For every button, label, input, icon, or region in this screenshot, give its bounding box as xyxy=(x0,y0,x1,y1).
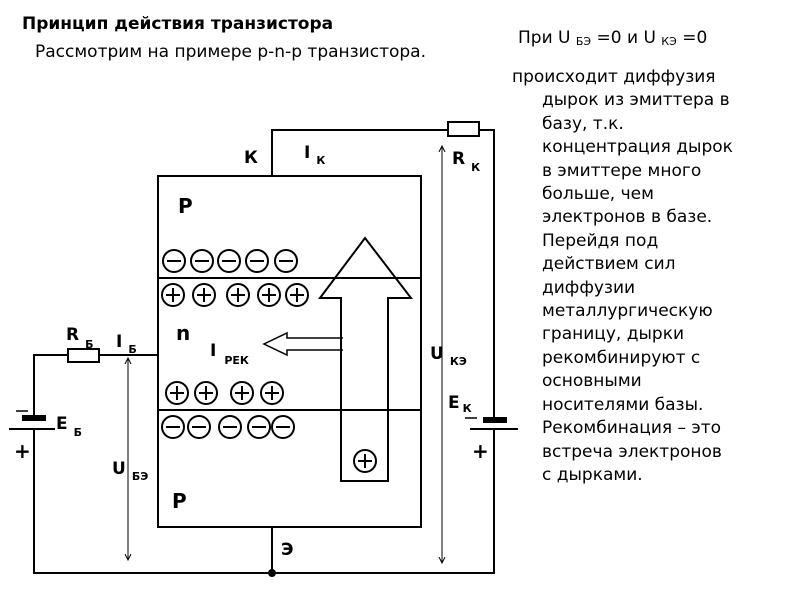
paragraph-line: встреча электронов xyxy=(542,441,722,462)
region-p-collector: P xyxy=(178,194,193,218)
resistor-rk xyxy=(447,121,480,137)
paragraph-line: Рекомбинация – это xyxy=(542,418,722,439)
paragraph-line: рекомбинируют с xyxy=(542,347,701,368)
paragraph-line: границу, дырки xyxy=(542,324,685,345)
hole-charge-icon xyxy=(161,283,185,307)
slide-subtitle: Рассмотрим на примере p-n-p транзистора. xyxy=(35,42,426,62)
hole-charge-icon xyxy=(285,283,309,307)
electron-charge-icon xyxy=(274,249,298,273)
emitter-label: Э xyxy=(281,540,293,560)
slide-title: Принцип действия транзистора xyxy=(22,14,334,34)
collector-wire-right xyxy=(479,129,495,420)
paragraph-line: действием сил xyxy=(542,254,676,275)
paragraph-line: носителями базы. xyxy=(542,394,704,415)
paragraph-line: металлургическую xyxy=(542,301,713,322)
hole-charge-icon xyxy=(230,381,254,405)
paragraph-line: больше, чем xyxy=(542,184,654,205)
electron-charge-icon xyxy=(187,415,211,439)
transistor-body xyxy=(157,175,422,528)
hole-charge-icon xyxy=(226,283,250,307)
electron-charge-icon xyxy=(190,249,214,273)
hole-charge-icon xyxy=(192,283,216,307)
electron-charge-icon xyxy=(217,249,241,273)
condition-text: При U БЭ =0 и U КЭ =0 xyxy=(518,28,708,48)
electron-charge-icon xyxy=(162,249,186,273)
ek-plus-sign: + xyxy=(472,439,489,463)
electron-charge-icon xyxy=(247,415,271,439)
electron-charge-icon xyxy=(245,249,269,273)
region-n-base: n xyxy=(176,321,190,345)
hole-charge-icon xyxy=(194,381,218,405)
collector-wire xyxy=(271,129,448,176)
junction-dot xyxy=(268,569,276,577)
paragraph-line: с дырками. xyxy=(542,464,643,485)
hole-charge-icon xyxy=(165,381,189,405)
electron-charge-icon xyxy=(271,415,295,439)
eb-plus-sign: + xyxy=(14,439,31,463)
paragraph-line: в эмиттере много xyxy=(542,160,702,181)
paragraph-line: диффузии xyxy=(542,277,636,298)
paragraph-line: происходит диффузия xyxy=(512,67,716,87)
paragraph-line: Перейдя под xyxy=(542,230,659,251)
recombination-arrow xyxy=(262,331,343,357)
bottom-wire xyxy=(33,429,495,574)
paragraph-line: основными xyxy=(542,371,642,392)
hole-charge-icon xyxy=(353,449,377,473)
explanation-paragraph: происходит диффузия дырок из эмиттера в … xyxy=(512,66,800,487)
electron-charge-icon xyxy=(161,415,185,439)
base-wire-left xyxy=(33,354,68,418)
hole-charge-icon xyxy=(260,381,284,405)
paragraph-line: концентрация дырок xyxy=(542,137,733,158)
paragraph-line: дырок из эмиттера в xyxy=(542,90,730,111)
paragraph-line: электронов в базе. xyxy=(542,207,713,228)
region-p-emitter: P xyxy=(172,489,187,513)
hole-flow-arrow xyxy=(318,236,414,482)
electron-charge-icon xyxy=(218,415,242,439)
collector-label: К xyxy=(244,148,258,168)
resistor-rb xyxy=(67,348,100,363)
paragraph-line: базу, т.к. xyxy=(542,113,624,134)
hole-charge-icon xyxy=(257,283,281,307)
